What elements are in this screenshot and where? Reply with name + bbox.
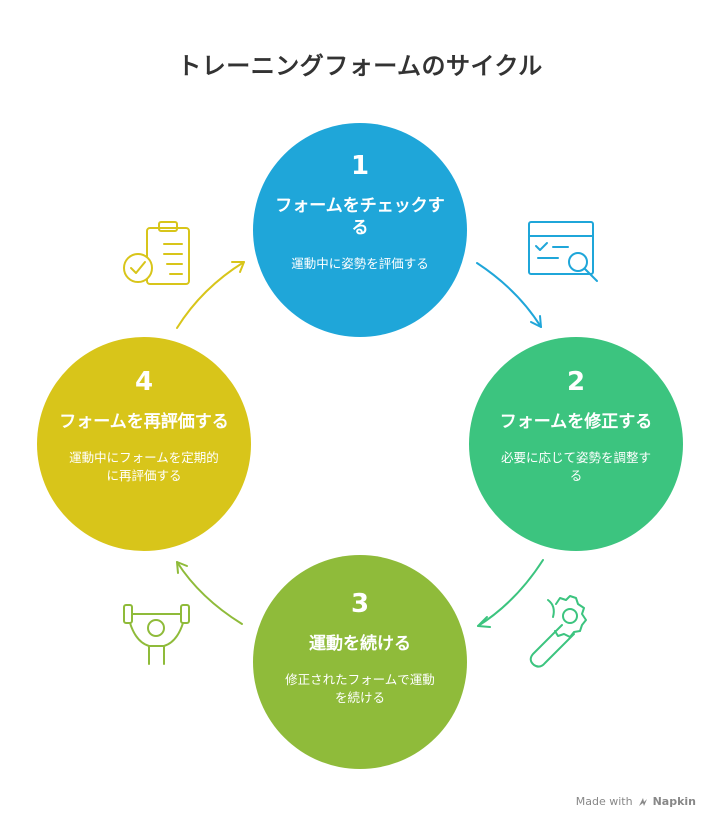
napkin-credit[interactable]: Made with Napkin (576, 795, 696, 808)
search-document-icon (528, 221, 598, 282)
step-description: 運動中に姿勢を評価する (291, 256, 429, 271)
arrow-1-to-2 (476, 262, 542, 328)
step-number: 4 (134, 367, 154, 397)
diagram-title: トレーニングフォームのサイクル (177, 52, 543, 80)
step-number: 3 (350, 589, 370, 619)
weightlifter-icon (123, 604, 190, 665)
step-heading: 運動を続ける (309, 634, 411, 654)
credit-brand: Napkin (652, 795, 696, 808)
step-heading: フォームをチェックする (275, 196, 445, 238)
step-3-circle: 3 運動を続ける 修正されたフォームで運動を続ける (253, 555, 467, 769)
clipboard-check-icon (123, 221, 190, 285)
step-4-circle: 4 フォームを再評価する 運動中にフォームを定期的に再評価する (37, 337, 251, 551)
arrow-3-to-4 (176, 561, 243, 625)
arrow-4-to-1 (176, 261, 245, 329)
step-heading: フォームを修正する (499, 412, 653, 432)
step-heading: フォームを再評価する (59, 412, 229, 432)
step-2-circle: 2 フォームを修正する 必要に応じて姿勢を調整する (469, 337, 683, 551)
step-number: 1 (350, 151, 370, 181)
step-description: 運動中にフォームを定期的に再評価する (69, 450, 219, 483)
credit-prefix: Made with (575, 795, 633, 808)
step-1-circle: 1 フォームをチェックする 運動中に姿勢を評価する (253, 123, 467, 337)
step-description: 必要に応じて姿勢を調整する (500, 450, 651, 483)
step-description: 修正されたフォームで運動を続ける (285, 672, 435, 705)
gear-wrench-icon (529, 595, 587, 668)
arrow-2-to-3 (477, 559, 544, 628)
step-number: 2 (566, 367, 586, 397)
napkin-logo-icon (638, 797, 647, 806)
